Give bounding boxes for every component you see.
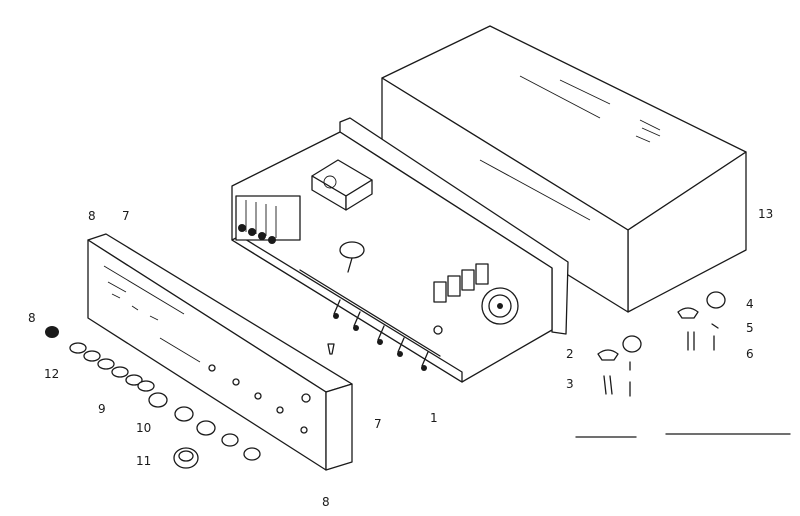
callout-3: 3	[566, 377, 574, 391]
front-panel-part-7	[87, 233, 353, 471]
callout-4: 4	[746, 297, 754, 311]
meter	[481, 287, 519, 325]
callout-7-top: 7	[122, 209, 130, 223]
terminal-block	[433, 263, 489, 303]
callout-8-bottom: 8	[322, 495, 330, 509]
feet-and-screws-parts-2-6	[597, 291, 726, 397]
callout-1: 1	[430, 411, 438, 425]
knobs-parts-9-10-11	[148, 392, 261, 469]
chassis-part-1	[231, 117, 569, 383]
callout-5: 5	[746, 321, 754, 335]
small-knob-part-8	[45, 326, 59, 338]
control-shafts	[299, 269, 441, 371]
clip	[327, 343, 335, 355]
callout-7: 7	[374, 417, 382, 431]
callout-13: 13	[758, 207, 773, 221]
callout-10: 10	[136, 421, 151, 435]
callout-12: 12	[44, 367, 59, 381]
callout-6: 6	[746, 347, 754, 361]
callout-11: 11	[136, 454, 151, 468]
push-buttons-part-12	[69, 342, 155, 392]
capacitor	[339, 241, 365, 273]
transformer	[311, 159, 373, 211]
switch-bank	[235, 195, 301, 244]
callout-9: 9	[98, 402, 106, 416]
callout-8-left: 8	[28, 311, 36, 325]
callout-labels: 1 2 3 4 5 6 7 7 8 8 8 9 10 11 12 13	[28, 207, 773, 509]
callout-2: 2	[566, 347, 574, 361]
dust-cover-part-13	[381, 25, 747, 313]
callout-8-top: 8	[88, 209, 96, 223]
